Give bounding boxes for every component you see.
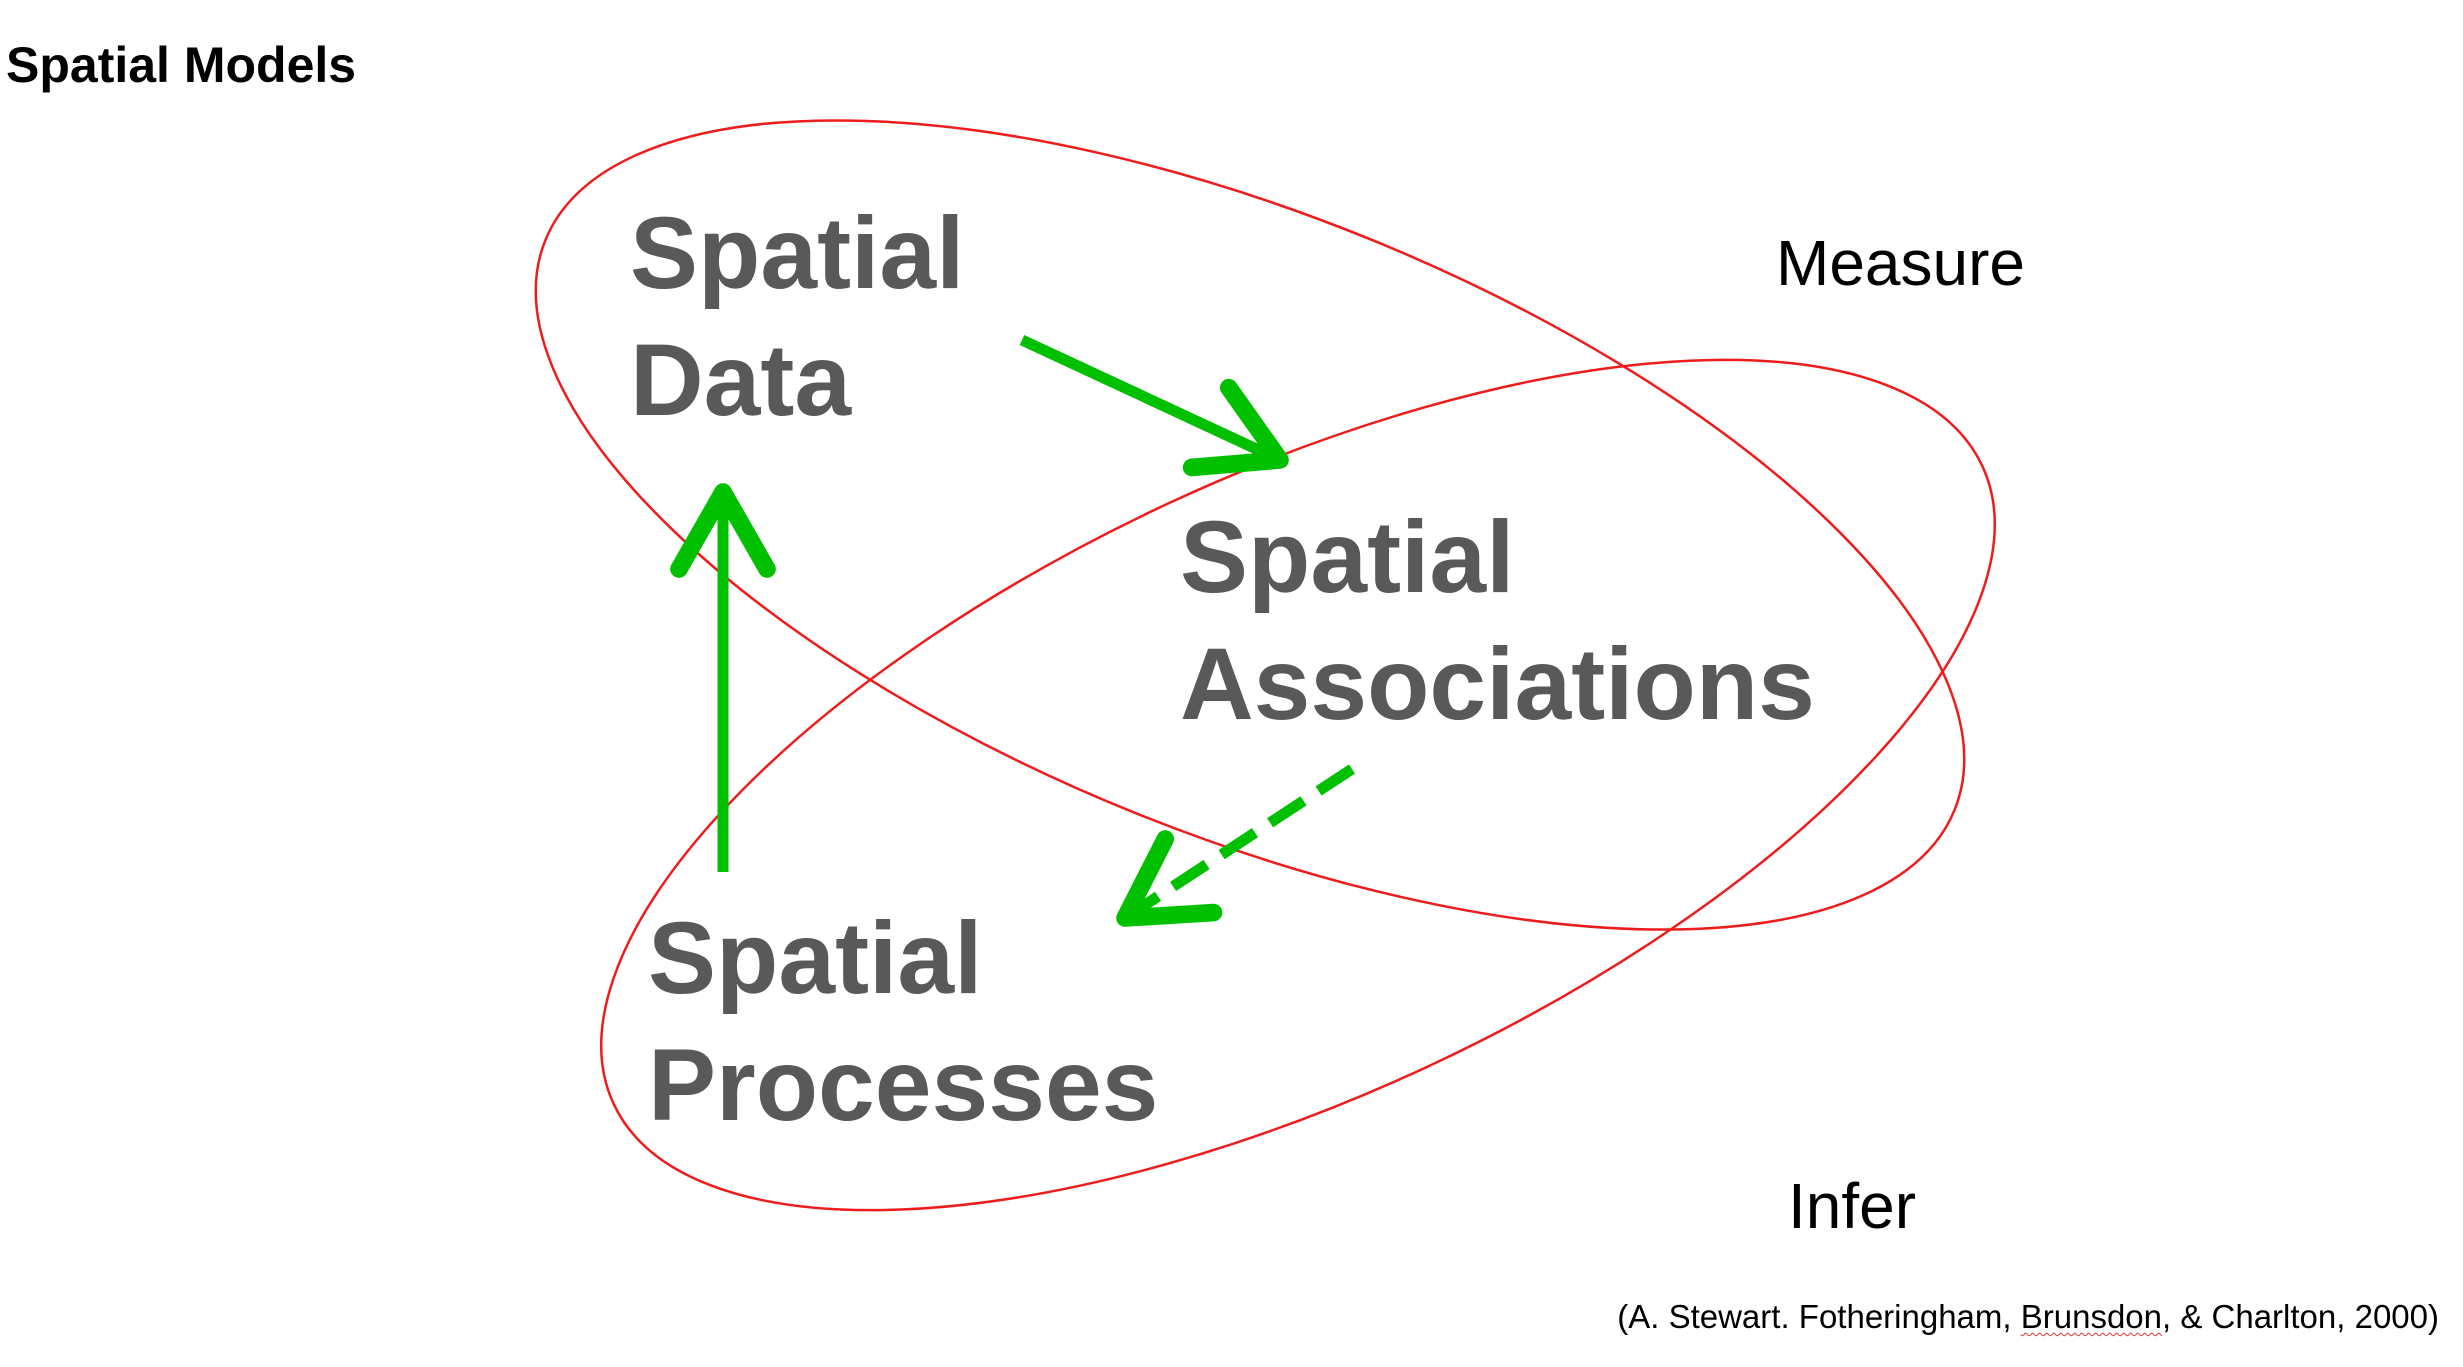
citation-prefix: (A. Stewart. Fotheringham,: [1617, 1298, 2021, 1335]
node-spatial-processes: Spatial Processes: [648, 901, 1158, 1142]
node-spatial-processes-line1: Spatial: [648, 901, 982, 1015]
region-label-infer: Infer: [1788, 1170, 1916, 1242]
measure-ellipse: [534, 119, 1966, 931]
node-spatial-processes-line2: Processes: [648, 1028, 1158, 1142]
node-spatial-associations-line2: Associations: [1180, 627, 1815, 741]
node-spatial-data-line2: Data: [630, 323, 852, 437]
citation-suffix: , & Charlton, 2000): [2162, 1298, 2439, 1335]
citation: (A. Stewart. Fotheringham, Brunsdon, & C…: [1617, 1298, 2439, 1336]
node-spatial-associations-line1: Spatial: [1180, 500, 1514, 614]
associations-to-processes-dashed-arrow: [1116, 764, 1356, 927]
citation-underlined-author: Brunsdon: [2020, 1298, 2162, 1335]
node-spatial-data: Spatial Data: [630, 196, 964, 437]
infer-ellipse: [600, 358, 1996, 1212]
data-to-associations-arrow: [1019, 335, 1289, 477]
slide-title: Spatial Models: [6, 37, 357, 93]
node-spatial-associations: Spatial Associations: [1180, 500, 1815, 741]
node-spatial-data-line1: Spatial: [630, 196, 964, 310]
region-label-measure: Measure: [1776, 227, 2025, 299]
